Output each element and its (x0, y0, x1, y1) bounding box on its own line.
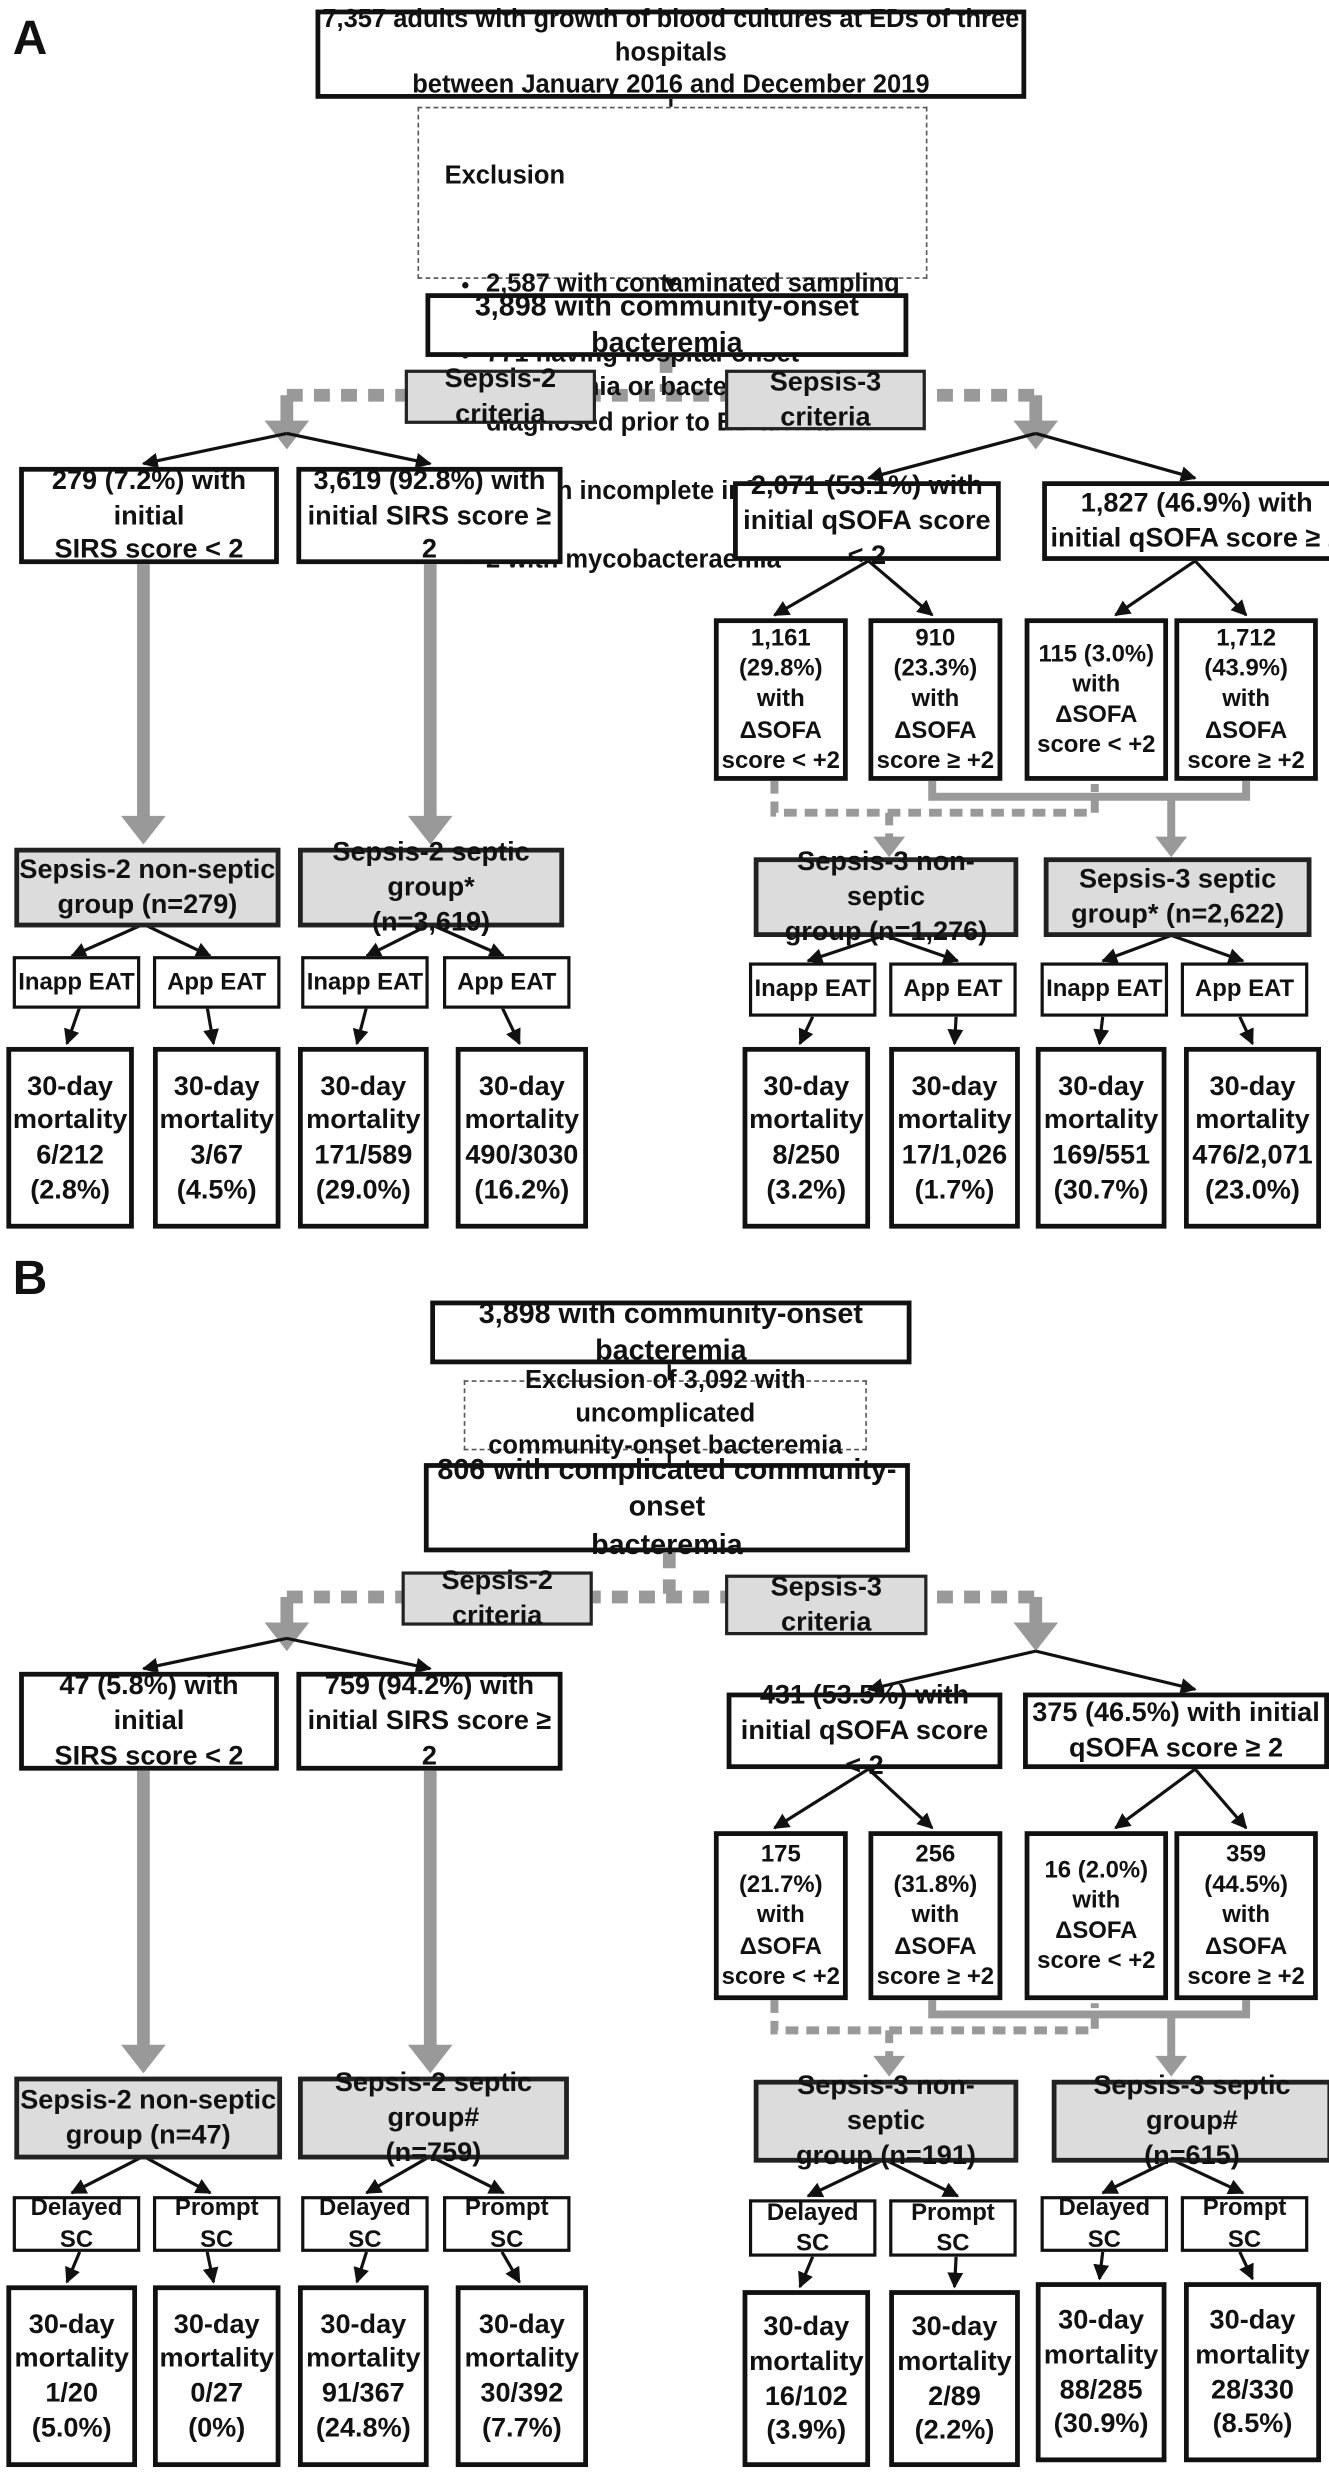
subgroup-box: App EAT (889, 962, 1017, 1017)
subgroup-box: App EAT (1180, 962, 1309, 1017)
qsofa-low-box: 431 (53.5%) with initial qSOFA score < 2 (726, 1680, 1003, 1780)
group-box: Sepsis-2 septic group# (n=759) (297, 2068, 569, 2167)
subgroup-box: Inapp EAT (301, 956, 429, 1009)
panel-a-label: A (12, 12, 48, 66)
subgroup-box: Inapp EAT (1040, 962, 1169, 1017)
sofa-box: 359 (44.5%) with ΔSOFA score ≥ +2 (1174, 1831, 1318, 2001)
mortality-box: 30-day mortality 91/367 (24.8%) (297, 2285, 429, 2468)
mortality-box: 30-day mortality 169/551 (30.7%) (1035, 1046, 1167, 1229)
sofa-box: 16 (2.0%) with ΔSOFA score < +2 (1024, 1831, 1169, 2001)
sofa-box: 1,712 (43.9%) with ΔSOFA score ≥ +2 (1174, 618, 1318, 781)
subgroup-box: Delayed SC (301, 2195, 429, 2253)
mortality-box: 30-day mortality 2/89 (2.2%) (889, 2290, 1020, 2468)
mortality-box: 30-day mortality 0/27 (0%) (152, 2285, 281, 2468)
mortality-box: 30-day mortality 17/1,026 (1.7%) (889, 1046, 1020, 1229)
group-box: Sepsis-3 non-septic group (n=1,276) (753, 847, 1019, 946)
mortality-box: 30-day mortality 88/285 (30.9%) (1035, 2282, 1167, 2463)
qsofa-low-box: 2,071 (53.1%) with initial qSOFA score <… (733, 471, 1001, 570)
sirs-high-box: 3,619 (92.8%) with initial SIRS score ≥ … (296, 465, 563, 565)
mortality-box: 30-day mortality 6/212 (2.8%) (6, 1046, 134, 1229)
group-box: Sepsis-2 non-septic group (n=47) (14, 2076, 283, 2160)
mortality-box: 30-day mortality 28/330 (8.5%) (1183, 2282, 1322, 2463)
subgroup-box: Delayed SC (748, 2199, 877, 2257)
exclusion-title: Exclusion (444, 161, 566, 189)
group-box: Sepsis-3 septic group* (n=2,622) (1043, 857, 1312, 937)
sepsis3-criteria-box: Sepsis-3 criteria (725, 367, 926, 432)
mortality-box: 30-day mortality 171/589 (29.0%) (297, 1046, 429, 1229)
sofa-box: 115 (3.0%) with ΔSOFA score < +2 (1024, 618, 1169, 781)
group-box: Sepsis-2 non-septic group (n=279) (14, 847, 281, 928)
sirs-low-box: 279 (7.2%) with initial SIRS score < 2 (19, 465, 279, 565)
mortality-box: 30-day mortality 1/20 (5.0%) (6, 2285, 138, 2468)
sepsis2-criteria-box: Sepsis-2 criteria (404, 364, 596, 429)
panel-a: A 7,357 adults with growth of blood cult… (0, 0, 1329, 1240)
sofa-box: 1,161 (29.8%) with ΔSOFA score < +2 (713, 618, 848, 781)
subgroup-box: Prompt SC (889, 2199, 1017, 2257)
exclusion-box: Exclusion of 3,092 with uncomplicated co… (463, 1368, 867, 1460)
subgroup-box: Delayed SC (1040, 2195, 1169, 2253)
top-cohort-box: 7,357 adults with growth of blood cultur… (315, 7, 1027, 99)
subgroup-box: Inapp EAT (748, 962, 877, 1017)
community-onset-box: 3,898 with community-onset bacteremia (425, 290, 909, 359)
qsofa-high-box: 1,827 (46.9%) with initial qSOFA score ≥… (1042, 481, 1329, 561)
panel-b-label: B (12, 1252, 48, 1306)
exclusion-box: Exclusion 2,587 with contaminated sampli… (417, 106, 928, 574)
subgroup-box: Delayed SC (12, 2195, 141, 2253)
sirs-high-box: 759 (94.2%) with initial SIRS score ≥ 2 (296, 1671, 563, 1771)
subgroup-box: App EAT (152, 956, 281, 1009)
sirs-low-box: 47 (5.8%) with initial SIRS score < 2 (19, 1671, 279, 1771)
subgroup-box: Prompt SC (1180, 2195, 1309, 2253)
mortality-box: 30-day mortality 8/250 (3.2%) (742, 1046, 871, 1229)
subgroup-box: Prompt SC (152, 2195, 281, 2253)
panel-b: B 3,898 with community-onset bacteremia … (0, 1240, 1329, 2480)
mortality-box: 30-day mortality 490/3030 (16.2%) (455, 1046, 589, 1229)
group-box: Sepsis-3 non-septic group (n=191) (753, 2071, 1019, 2170)
mortality-box: 30-day mortality 16/102 (3.9%) (742, 2290, 871, 2468)
sofa-box: 910 (23.3%) with ΔSOFA score ≥ +2 (868, 618, 1003, 781)
qsofa-high-box: 375 (46.5%) with initial qSOFA score ≥ 2 (1023, 1692, 1329, 1770)
sepsis2-criteria-box: Sepsis-2 criteria (401, 1565, 593, 1630)
sepsis3-criteria-box: Sepsis-3 criteria (725, 1572, 928, 1637)
mortality-box: 30-day mortality 476/2,071 (23.0%) (1183, 1046, 1322, 1229)
sofa-box: 256 (31.8%) with ΔSOFA score ≥ +2 (868, 1831, 1003, 2001)
top-cohort-box: 3,898 with community-onset bacteremia (430, 1297, 912, 1366)
subgroup-box: Inapp EAT (12, 956, 141, 1009)
mortality-box: 30-day mortality 3/67 (4.5%) (152, 1046, 281, 1229)
sofa-box: 175 (21.7%) with ΔSOFA score < +2 (713, 1831, 848, 2001)
community-onset-box: 806 with complicated community-onset bac… (423, 1454, 910, 1560)
subgroup-box: App EAT (443, 956, 571, 1009)
group-box: Sepsis-3 septic group# (n=615) (1051, 2071, 1329, 2170)
subgroup-box: Prompt SC (443, 2195, 571, 2253)
mortality-box: 30-day mortality 30/392 (7.7%) (455, 2285, 589, 2468)
group-box: Sepsis-2 septic group* (n=3,619) (297, 837, 565, 937)
